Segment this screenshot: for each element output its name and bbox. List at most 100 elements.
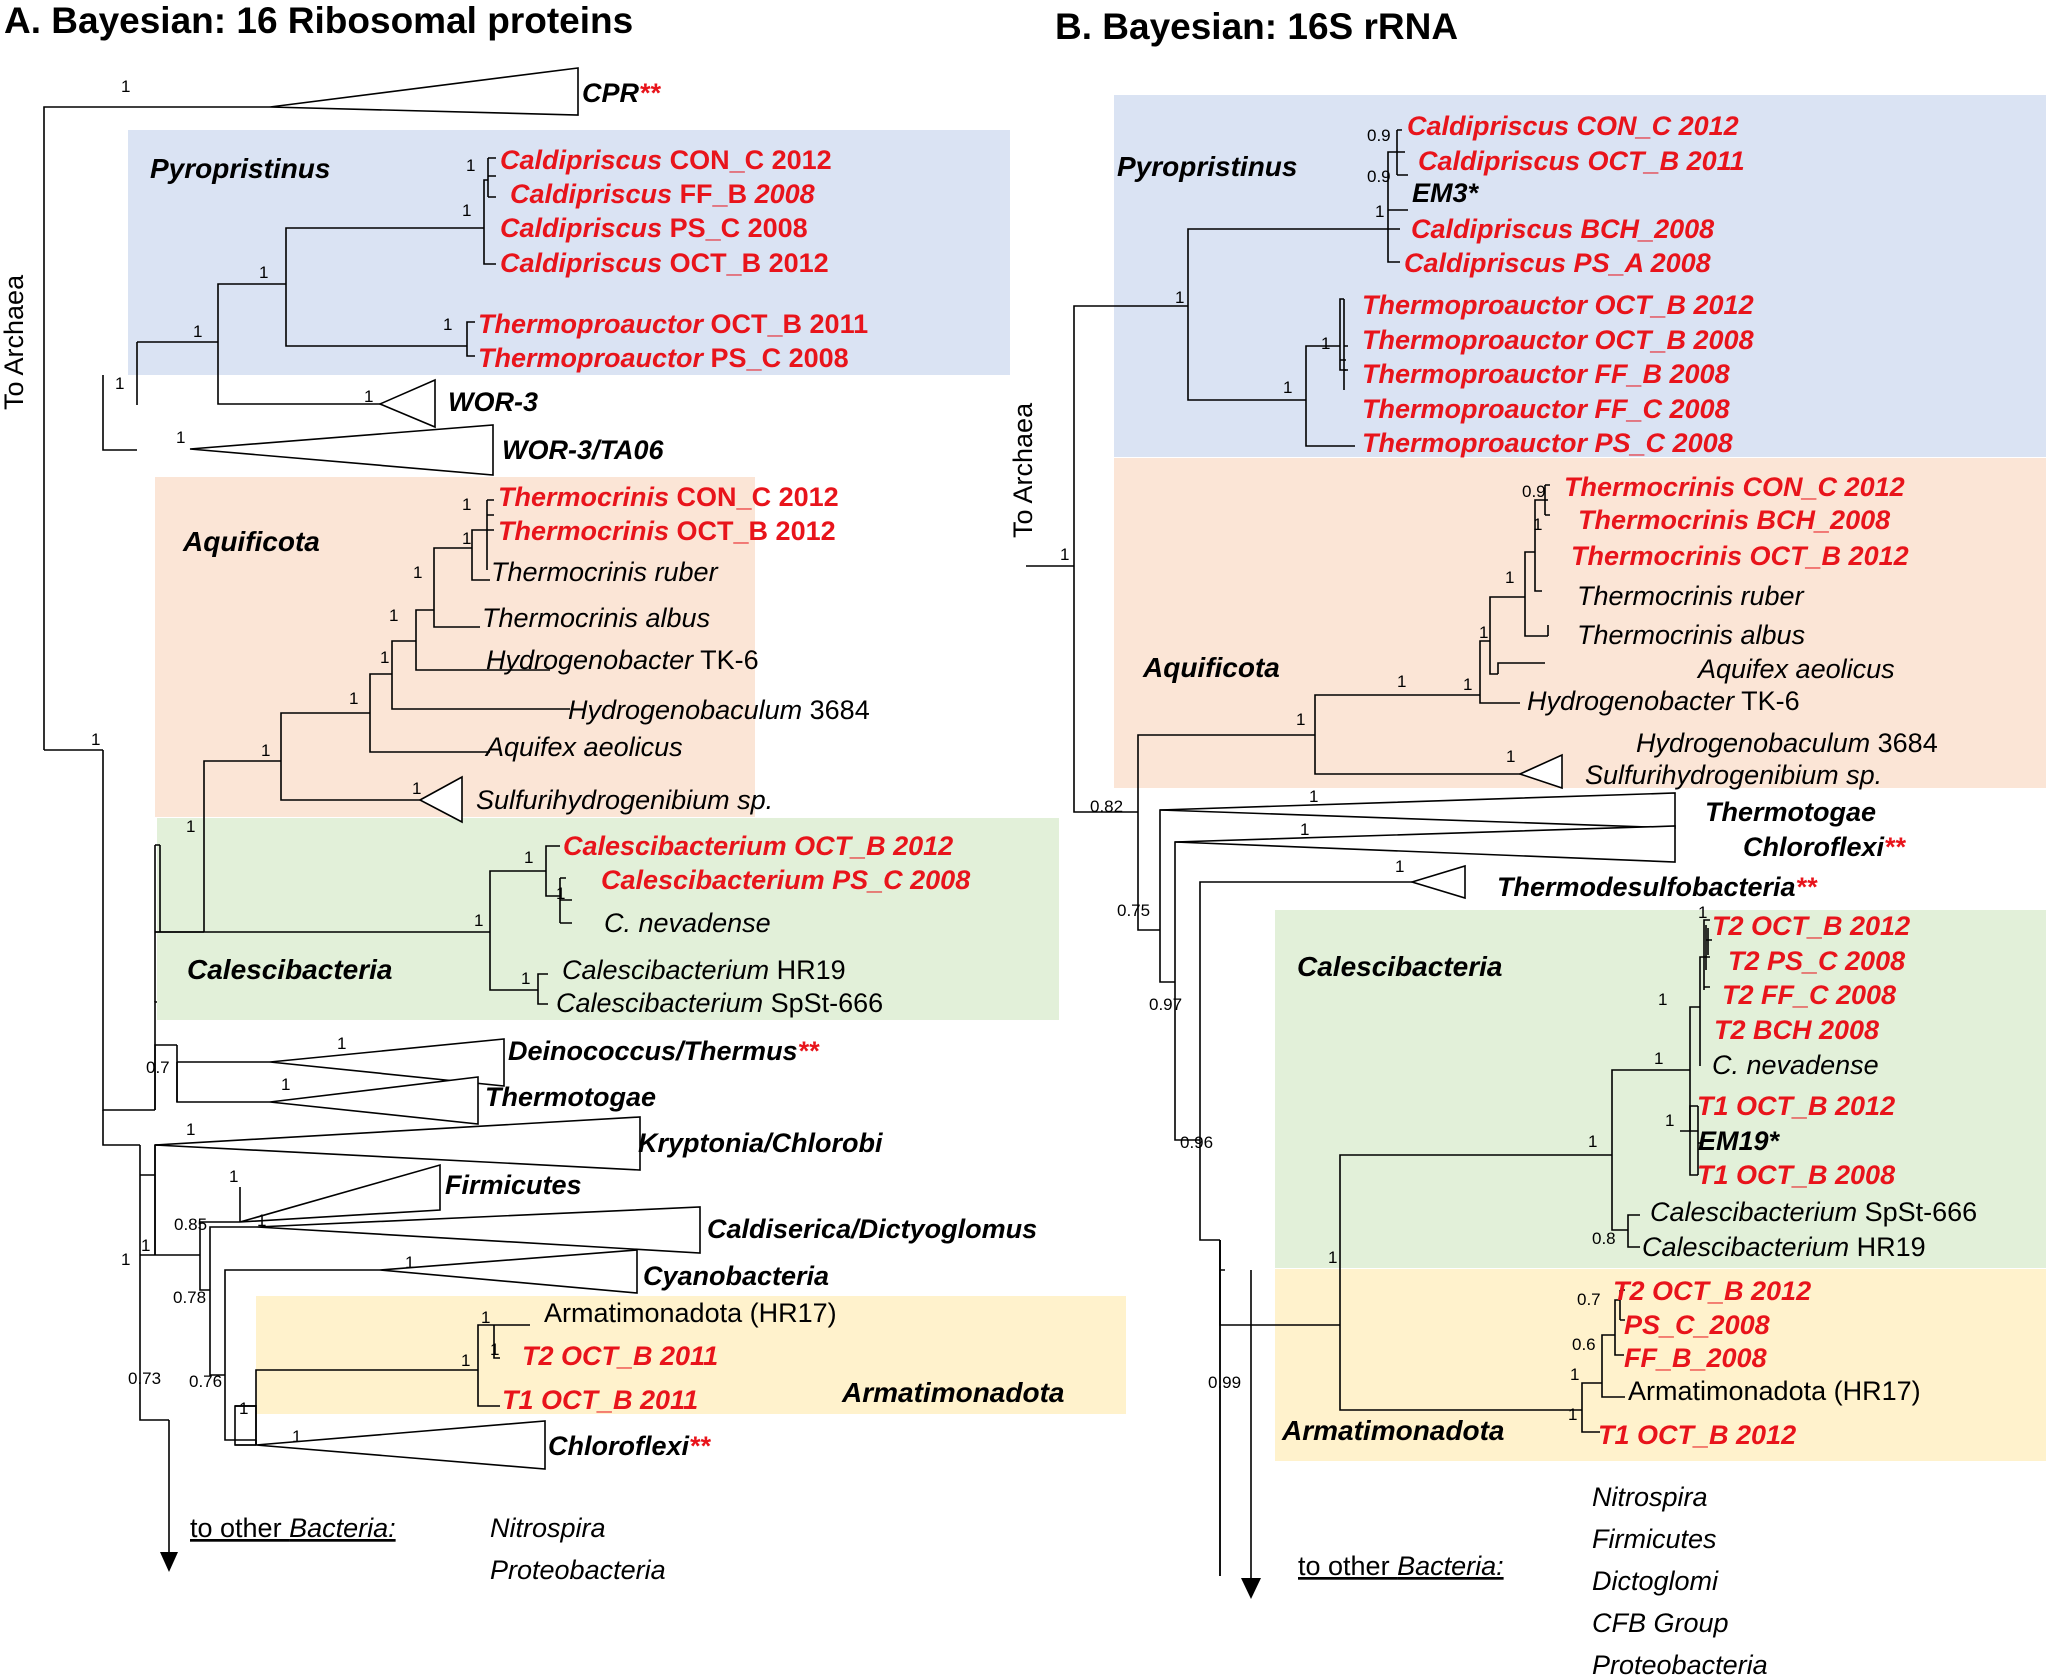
group-label: Pyropristinus [1117,151,1297,182]
support-value: 1 [443,315,452,334]
tip-label: CPR** [582,78,662,108]
branch [1187,228,1388,401]
support-value: 1 [556,884,565,903]
support-value: 1 [193,322,202,341]
pyropristinus-box [1114,95,2046,457]
branch [1689,1105,1702,1176]
branch [102,1110,155,1255]
support-value: 1 [1309,787,1318,806]
group-label: Pyropristinus [150,153,330,184]
branch [483,157,496,265]
tip-label: Thermoproauctor FF_C 2008 [1362,394,1730,424]
tip-label: FF_B_2008 [1624,1343,1767,1373]
branch [415,529,550,671]
branch [1344,345,1348,371]
support-value: 1 [115,374,124,393]
collapsed-clade-cyanobacteria [379,1249,638,1294]
support-value: 1 [121,1250,130,1269]
branch [466,321,475,357]
tip-label: Thermoproauctor FF_B 2008 [1362,359,1730,389]
support-value: 1 [1533,515,1542,534]
tip-label: Thermocrinis CON_C 2012 [498,482,839,512]
tip-label: Armatimonadota (HR17) [544,1298,837,1328]
collapsed-clade-thermotogae [269,1076,479,1125]
tip-label: T2 OCT_B 2012 [1712,911,1910,941]
tip-label: Calescibacterium SpSt-666 [556,988,883,1018]
collapsed-clade-thermodesulfobacteria [1409,864,1466,900]
arrow-down [160,1552,178,1572]
support-value: 0.7 [146,1058,170,1077]
support-value: 1 [521,969,530,988]
branch [139,1255,169,1421]
branch [1305,298,1355,447]
branch [489,932,548,1005]
branch [1199,881,1280,1241]
support-value: 1 [461,1351,470,1370]
tip-label: T1 OCT_B 2011 [502,1385,698,1415]
tip-label: Firmicutes [445,1170,582,1200]
support-value: 1 [349,689,358,708]
tip-label: T2 FF_C 2008 [1722,980,1896,1010]
support-value: 1 [524,848,533,867]
support-value: 0.85 [174,1215,207,1234]
tip-label: Calescibacterium HR19 [562,955,846,985]
support-value: 0.82 [1090,797,1123,816]
group-label: Armatimonadota [841,1377,1064,1408]
tip-label: Kryptonia/Chlorobi [638,1128,883,1158]
group-label: Aquificota [182,526,320,557]
other-bacteria-taxon: Nitrospira [490,1513,606,1543]
support-value: 0.9 [1522,482,1546,501]
support-value: 1 [259,263,268,282]
pyropristinus-box [128,130,1010,375]
support-value: 1 [1397,672,1406,691]
tip-label: Thermocrinis OCT_B 2012 [498,516,836,546]
tip-label: Caldiserica/Dictyoglomus [707,1214,1037,1244]
tip-label: Thermocrinis albus [482,603,710,633]
collapsed-clade-caldiserica [256,1206,701,1254]
support-value: 0.78 [173,1288,206,1307]
branch [1314,640,1520,775]
tip-label: Sulfurihydrogenibium sp. [1585,760,1882,790]
support-value: 1 [462,529,471,548]
tip-label: T2 OCT_B 2011 [522,1341,718,1371]
branch [102,283,380,451]
aquificota-box [1114,458,2046,788]
support-value: 0.76 [189,1372,222,1391]
support-value: 1 [1060,545,1069,564]
collapsed-clade-sulfuri [418,775,463,824]
branch [224,1269,380,1441]
tip-label: Caldipriscus OCT_B 2012 [500,248,829,278]
tip-label: Deinococcus/Thermus** [508,1036,820,1066]
tip-label: Caldipriscus PS_A 2008 [1404,248,1711,278]
branch [1159,809,1250,1141]
support-value: 1 [121,77,130,96]
branch [1611,1069,1690,1248]
tip-label: Chloroflexi** [1743,832,1907,862]
collapsed-clade-thermotogae [1159,792,1676,829]
tip-label: Thermocrinis BCH_2008 [1578,505,1890,535]
tip-label: Caldipriscus PS_C 2008 [500,213,808,243]
group-label: Armatimonadota [1281,1415,1504,1446]
branch [1534,484,1550,592]
support-value: 1 [281,1075,290,1094]
support-value: 1 [413,563,422,582]
armatimonadota-box [1275,1269,2046,1461]
branch [1497,662,1545,674]
tip-label: Thermoproauctor PS_C 2008 [1362,428,1733,458]
support-value: 1 [91,730,100,749]
support-value: 1 [141,1236,150,1255]
branch [1339,1154,1612,1411]
group-label: Calescibacteria [187,954,392,985]
support-value: 1 [462,201,471,220]
support-value: 1 [490,1340,499,1359]
support-value: 1 [229,1167,238,1186]
tip-label: Sulfurihydrogenibium sp. [476,785,773,815]
collapsed-clade-deinococcus [269,1038,505,1087]
support-value: 1 [1375,202,1384,221]
collapsed-clade-wor3-ta06 [189,424,494,476]
branch [154,1144,160,1255]
branch [369,640,570,753]
branch [1614,1289,1625,1356]
tip-label: Armatimonadota (HR17) [1628,1376,1921,1406]
